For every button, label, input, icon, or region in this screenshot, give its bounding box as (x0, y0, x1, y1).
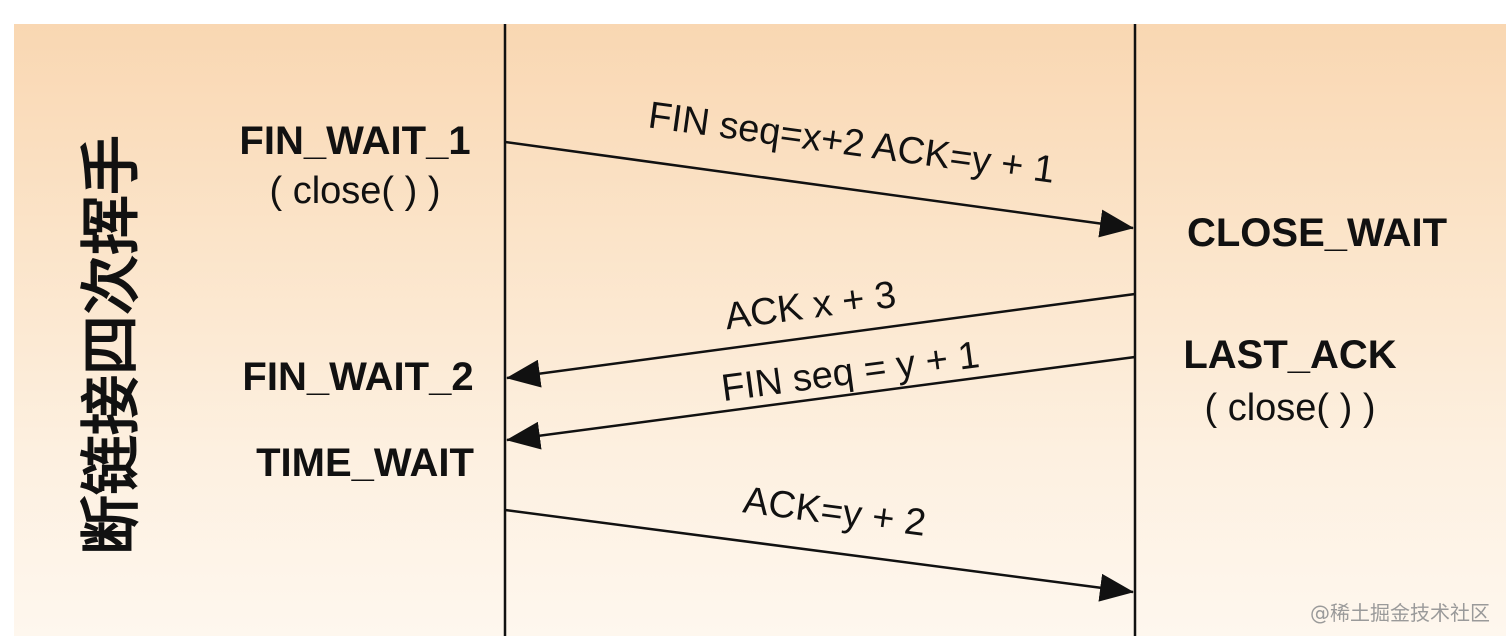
arrow-ack-2 (504, 508, 1134, 602)
message-ack-2-label: ACK=y + 2 (741, 479, 929, 544)
state-close-wait: CLOSE_WAIT (1187, 211, 1447, 255)
state-fin-wait-2: FIN_WAIT_2 (242, 355, 473, 399)
diagram-background (14, 24, 1506, 636)
diagram-title: 断链接四次挥手 (77, 135, 147, 555)
state-fin-wait-1-note: ( close( ) ) (270, 170, 441, 212)
state-fin-wait-1: FIN_WAIT_1 (239, 119, 470, 163)
state-last-ack: LAST_ACK (1183, 333, 1396, 377)
message-fin-1-label: FIN seq=x+2 ACK=y + 1 (646, 94, 1058, 191)
arrow-fin-2 (506, 355, 1136, 450)
arrow-fin-1 (504, 140, 1134, 238)
state-last-ack-note: ( close( ) ) (1205, 387, 1376, 429)
state-time-wait: TIME_WAIT (256, 441, 474, 485)
arrow-ack-1 (506, 292, 1136, 388)
watermark: @稀土掘金技术社区 (1310, 601, 1490, 625)
